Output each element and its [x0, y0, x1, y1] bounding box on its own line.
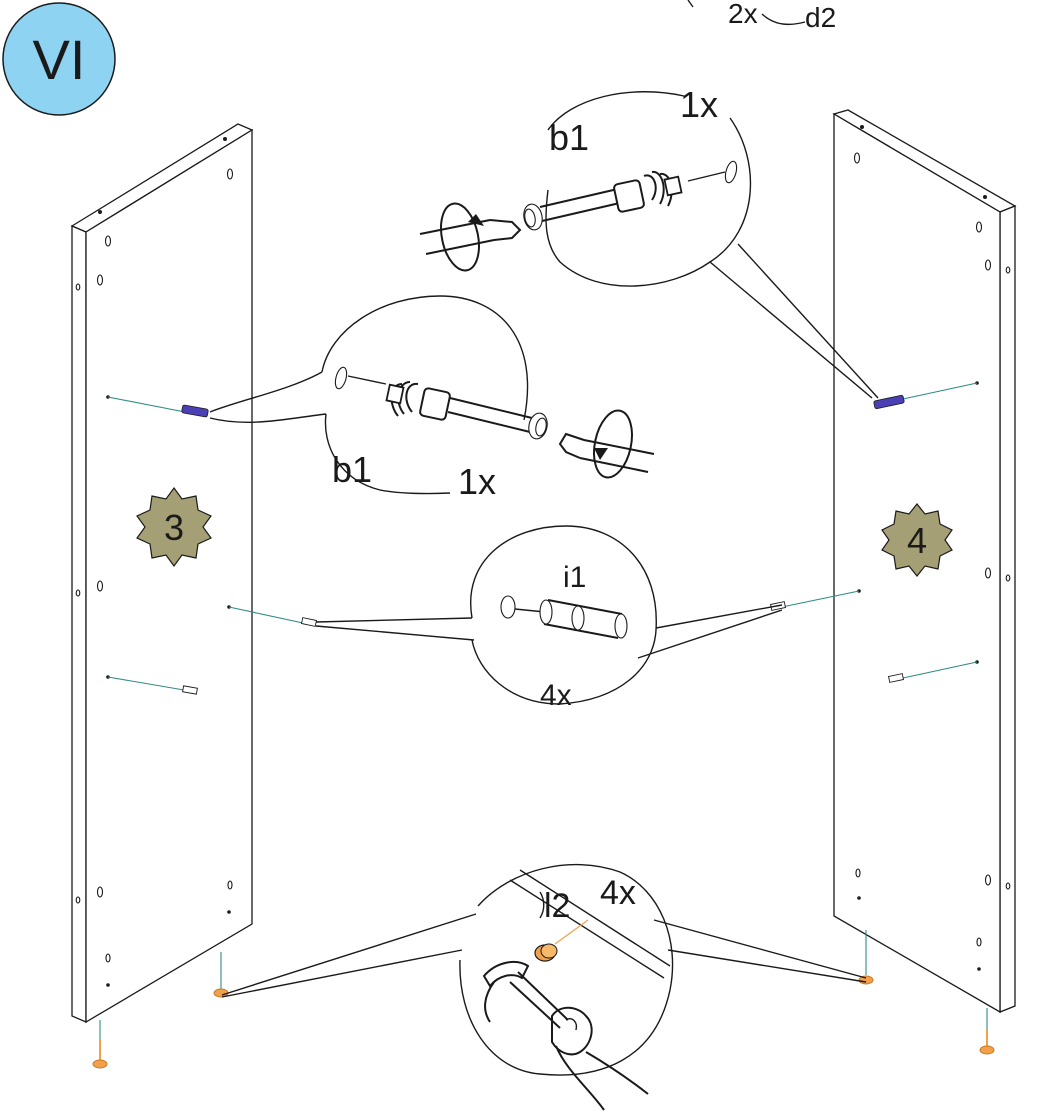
hand-icon [551, 1006, 649, 1111]
callout-glide-part: l2 [544, 887, 570, 925]
callout-cam-top-count: 1x [680, 84, 718, 125]
top-fragment: 2x d2 [687, 0, 836, 33]
callout-dowel: i1 4x [315, 525, 783, 712]
panel-3-face [85, 128, 253, 1024]
panel-3 [70, 123, 318, 1069]
panel-4-badge-shape [881, 503, 953, 577]
panel-3-number: 3 [164, 507, 184, 548]
hole [975, 221, 983, 233]
hole [104, 235, 112, 247]
step-badge-circle [2, 2, 116, 116]
panel-4-side-edge [999, 205, 1016, 1013]
callout-glide-count: 4x [600, 874, 636, 912]
callout-glide: l2 4x [221, 863, 867, 1111]
panel-3-badge-shape [136, 486, 212, 568]
callout-dowel-part: i1 [563, 561, 586, 594]
hole [96, 886, 104, 898]
hole [976, 937, 982, 947]
cam-bolt-icon [385, 381, 548, 440]
guide-line [107, 396, 186, 413]
panel-4 [769, 109, 1017, 1055]
step-number: VI [33, 28, 86, 91]
hole [855, 868, 861, 878]
hole [984, 567, 992, 579]
dowel-icon [300, 617, 318, 627]
panel-3-badge: 3 [136, 486, 212, 568]
hole [96, 580, 104, 592]
glide-icon [534, 943, 558, 962]
hole [984, 874, 992, 886]
hole [96, 274, 104, 286]
guide-line [228, 606, 304, 624]
callout-cam-left: b1 1x [209, 295, 655, 502]
hammer-icon [482, 960, 569, 1029]
panel-4-badge: 4 [881, 503, 953, 577]
guide-line [902, 382, 978, 400]
rotate-screwdriver-icon [419, 202, 522, 272]
callout-cam-top: b1 1x [419, 84, 879, 399]
callout-cam-left-part: b1 [332, 449, 372, 490]
guide-line [107, 676, 185, 691]
hole [105, 953, 111, 963]
top-fragment-arc [761, 13, 806, 26]
cam-bolt-icon [873, 394, 905, 410]
dowel-icon [539, 599, 628, 639]
hole [226, 168, 234, 180]
hole [984, 259, 992, 271]
hole [853, 152, 861, 164]
top-fragment-part: d2 [805, 2, 836, 33]
callout-cam-top-part: b1 [549, 117, 589, 158]
step-badge: VI [2, 2, 116, 116]
dowel-icon [182, 685, 198, 695]
panel-4-number: 4 [907, 520, 927, 561]
cam-bolt-icon [523, 170, 683, 231]
callout-dowel-count: 4x [540, 679, 572, 712]
callout-cam-left-count: 1x [458, 461, 496, 502]
guide-line [781, 590, 860, 608]
dowel-icon [887, 673, 905, 683]
rotate-screwdriver-icon [558, 409, 655, 479]
glide-icon [92, 1059, 108, 1069]
cam-bolt-icon [181, 404, 209, 418]
guide-line [902, 661, 978, 679]
top-fragment-count: 2x [728, 0, 758, 29]
hole [227, 880, 233, 890]
glide-icon [979, 1045, 995, 1055]
